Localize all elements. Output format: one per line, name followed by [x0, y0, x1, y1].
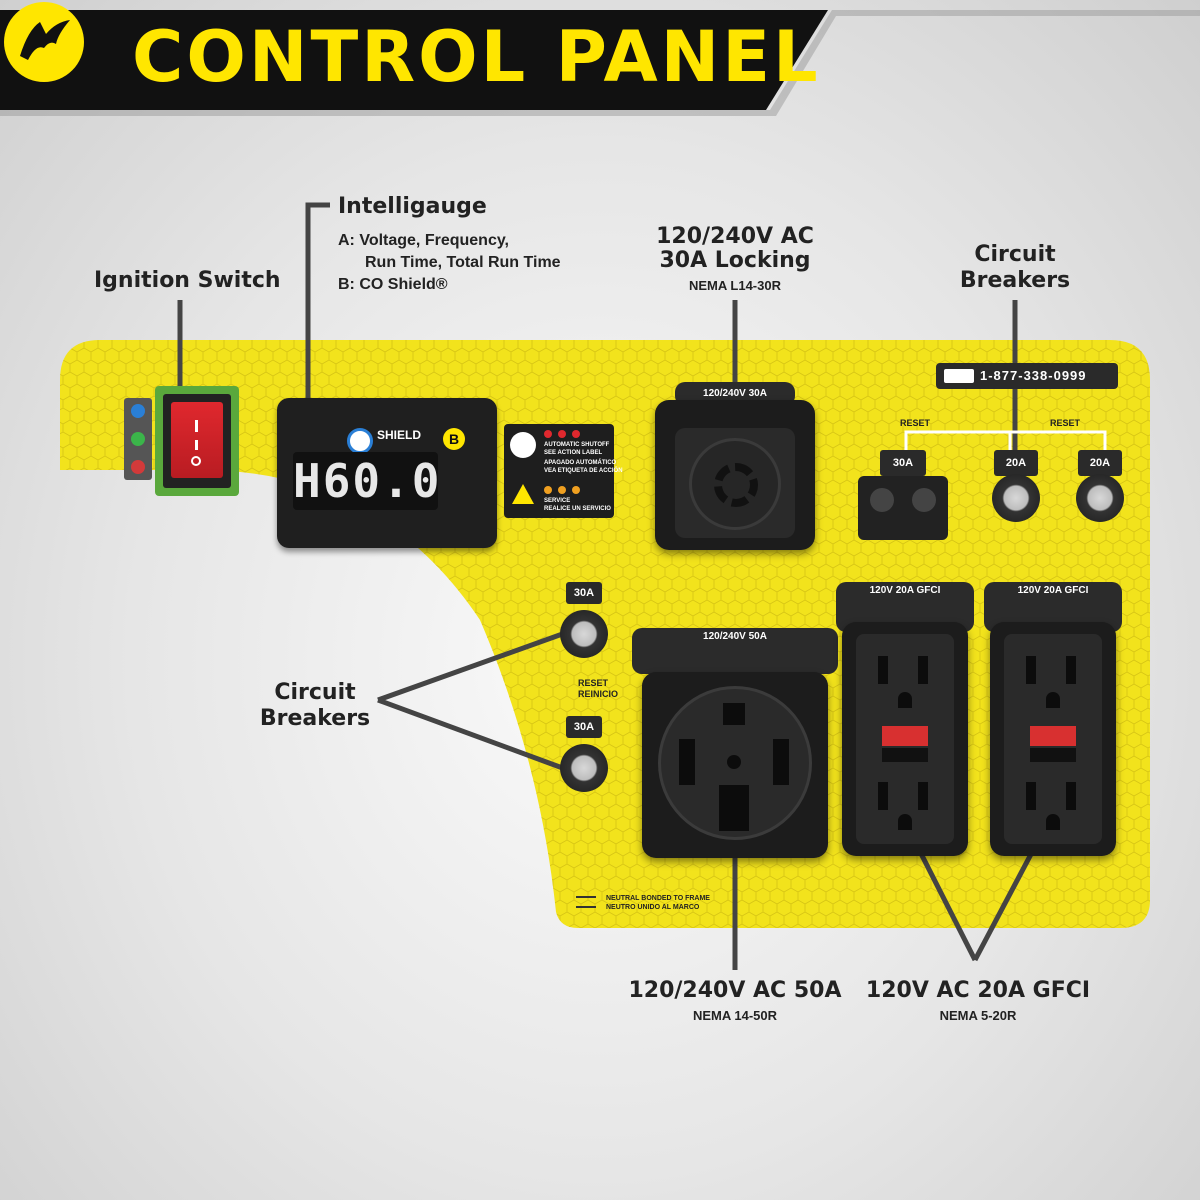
page-title: CONTROL PANEL: [132, 16, 821, 98]
intelligauge-line-b: B: CO Shield®: [338, 276, 448, 293]
shutoff-label-block: AUTOMATIC SHUTOFF SEE ACTION LABEL APAGA…: [504, 424, 623, 518]
locking-outlet-nema: NEMA L14-30R: [689, 278, 781, 293]
service-text-1: SERVICE: [544, 498, 571, 504]
off-icon: [131, 460, 145, 474]
neutral-text-2: NEUTRO UNIDO AL MARCO: [606, 904, 700, 911]
gfci-2-tag-text: 120V 20A GFCI: [1017, 585, 1089, 596]
header-banner: CONTROL PANEL: [0, 0, 1200, 118]
warning-gear-icon: [510, 432, 536, 458]
service-text-2: REALICE UN SERVICIO: [544, 506, 611, 512]
intelligauge-line-a1: A: Voltage, Frequency,: [338, 232, 509, 249]
breaker-30a-left-2-button[interactable]: [560, 744, 608, 792]
locking-outlet-tag-text: 120/240V 30A: [703, 388, 767, 399]
circuit-breakers-top-label-line1: Circuit: [974, 242, 1056, 267]
run-icon: [131, 432, 145, 446]
support-icon: [944, 369, 974, 383]
circuit-breakers-top-label-line2: Breakers: [959, 268, 1071, 293]
circuit-breakers-left-label-line1: Circuit: [274, 680, 356, 705]
gfci-1-reset-button[interactable]: [882, 726, 928, 746]
breaker-20a-top-2[interactable]: 20A: [1072, 450, 1128, 530]
reset-text-right: RESET: [1050, 418, 1081, 428]
ignition-rocker[interactable]: [171, 402, 223, 478]
display-readout: H60.0: [293, 452, 442, 510]
shutoff-text-1: AUTOMATIC SHUTOFF: [544, 442, 610, 448]
neutral-text-1: NEUTRAL BONDED TO FRAME: [606, 895, 710, 902]
breaker-30a-left-2-tag: 30A: [566, 716, 602, 738]
breaker-20a-top-2-tag: 20A: [1078, 450, 1122, 476]
co-shield-text: SHIELD: [377, 428, 422, 442]
gfci-1-tag-text: 120V 20A GFCI: [869, 585, 941, 596]
outlet-50a-nema: NEMA 14-50R: [692, 1008, 778, 1023]
outlet-50a-label: 120/240V AC 50A: [628, 978, 842, 1003]
ignition-switch-label: Ignition Switch: [94, 268, 281, 293]
breaker-30a-left-1[interactable]: 30A: [556, 582, 612, 662]
shutoff-text-2: SEE ACTION LABEL: [544, 450, 603, 456]
locking-outlet-30a[interactable]: [655, 400, 815, 550]
ground-icon: [576, 896, 596, 908]
badge-b: B: [443, 428, 465, 450]
breaker-30a-left-1-tag: 30A: [566, 582, 602, 604]
breaker-switch-30a-tag: 30A: [880, 450, 926, 476]
outlet-50a-lid: 120/240V 50A: [632, 628, 838, 674]
intelligauge-title: Intelligauge: [338, 194, 487, 219]
breaker-20a-top-1-tag: 20A: [994, 450, 1038, 476]
breaker-switch-30a[interactable]: 30A: [858, 450, 948, 540]
shutoff-text-4: VEA ETIQUETA DE ACCIÓN: [544, 468, 623, 474]
brand-logo-icon: [4, 2, 84, 82]
gfci-outlet-1[interactable]: [842, 622, 968, 856]
locking-receptacle[interactable]: [689, 438, 781, 530]
reset-text-left: RESET: [900, 418, 931, 428]
shutoff-text-3: APAGADO AUTOMÁTICO: [544, 460, 617, 466]
gfci-outlet-2[interactable]: [990, 622, 1116, 856]
breaker-30a-left-2[interactable]: 30A: [556, 716, 612, 796]
gfci-label: 120V AC 20A GFCI: [865, 978, 1091, 1003]
warning-triangle-icon: [512, 484, 534, 504]
outlet-50a[interactable]: [642, 672, 828, 858]
gfci-nema: NEMA 5-20R: [939, 1008, 1017, 1023]
shield-logo-icon: [347, 428, 373, 454]
circuit-breakers-left-label-line2: Breakers: [259, 706, 371, 731]
locking-outlet-label-line1: 120/240V AC: [656, 224, 814, 249]
power-icon: [131, 404, 145, 418]
outlet-50a-receptacle[interactable]: [658, 686, 812, 840]
ignition-indicator-strip: [124, 398, 152, 480]
gfci-2-test-button[interactable]: [1030, 748, 1076, 762]
gfci-1-test-button[interactable]: [882, 748, 928, 762]
locking-outlet-label-line2: 30A Locking: [659, 248, 811, 273]
reset-text-left-panel: RESET: [578, 678, 609, 688]
breaker-20a-top-2-button[interactable]: [1076, 474, 1124, 522]
ignition-switch[interactable]: [155, 386, 239, 496]
breaker-20a-top-1-button[interactable]: [992, 474, 1040, 522]
intelligauge-line-a2: Run Time, Total Run Time: [365, 254, 561, 271]
breaker-20a-top-1[interactable]: 20A: [988, 450, 1044, 530]
outlet-50a-tag-text: 120/240V 50A: [703, 631, 767, 642]
header-background: [0, 10, 1200, 116]
intelligauge-display: SHIELD B A H60.0: [277, 398, 497, 548]
gfci-2-reset-button[interactable]: [1030, 726, 1076, 746]
breaker-30a-left-1-button[interactable]: [560, 610, 608, 658]
reset-es-text-left-panel: REINICIO: [578, 689, 619, 699]
